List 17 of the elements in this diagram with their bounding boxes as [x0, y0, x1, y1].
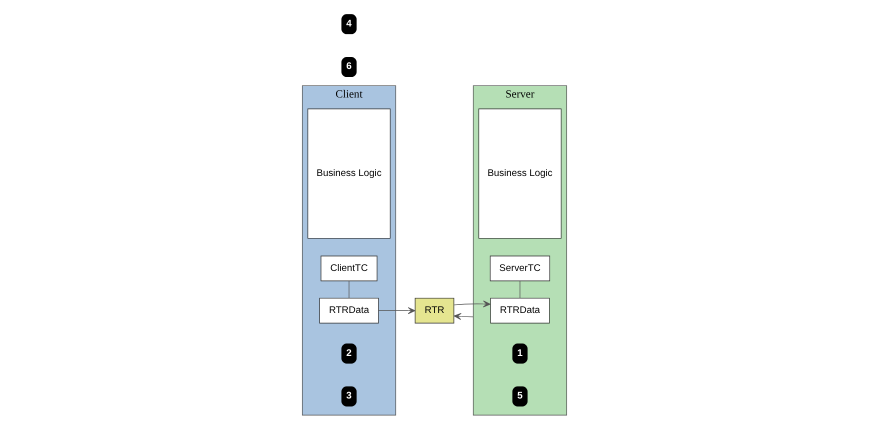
node-box: ServerTC — [490, 256, 550, 282]
node-box: Business Logic — [308, 108, 391, 239]
node-box: RTRData — [490, 298, 550, 324]
arrow — [454, 300, 491, 308]
label: 5 — [517, 390, 523, 402]
connector — [348, 280, 350, 298]
label: 1 — [517, 348, 523, 359]
node-box: RTR — [414, 298, 454, 324]
label: 4 — [346, 18, 352, 30]
node-box: ClientTC — [320, 256, 378, 282]
node-box: RTRData — [319, 298, 379, 324]
label: 3 — [346, 390, 352, 402]
label: 6 — [346, 61, 352, 72]
node-box: Business Logic — [478, 108, 562, 239]
arrow — [454, 312, 474, 320]
label: 2 — [346, 348, 352, 359]
arrow — [378, 307, 416, 314]
